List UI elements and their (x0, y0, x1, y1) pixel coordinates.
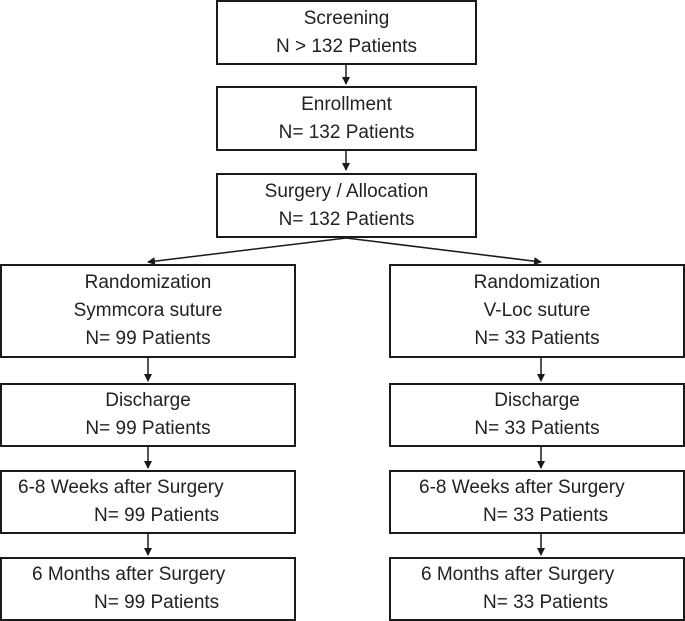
left-randomization-count: N= 99 Patients (85, 328, 211, 349)
right-discharge-title: Discharge (494, 390, 580, 411)
right-weeks-count: N= 33 Patients (483, 505, 609, 526)
right-discharge-box: Discharge N= 33 Patients (389, 383, 685, 447)
surgery-allocation-title: Surgery / Allocation (264, 180, 429, 202)
enrollment-title: Enrollment (301, 93, 392, 115)
screening-count: N > 132 Patients (275, 35, 417, 57)
screening-box: Screening N > 132 Patients (216, 0, 477, 65)
left-discharge-count: N= 99 Patients (85, 418, 211, 439)
right-randomization-title: Randomization (473, 272, 601, 293)
right-months-box: 6 Months after Surgery N= 33 Patients (389, 557, 685, 621)
left-months-count: N= 99 Patients (94, 592, 220, 613)
enrollment-count: N= 132 Patients (278, 121, 415, 143)
enrollment-box: Enrollment N= 132 Patients (216, 86, 477, 151)
left-weeks-box: 6-8 Weeks after Surgery N= 99 Patients (0, 470, 296, 534)
right-weeks-title: 6-8 Weeks after Surgery (419, 477, 625, 498)
right-discharge-count: N= 33 Patients (474, 418, 600, 439)
left-months-title: 6 Months after Surgery (32, 564, 226, 585)
left-weeks-title: 6-8 Weeks after Surgery (18, 477, 224, 498)
right-months-count: N= 33 Patients (483, 592, 609, 613)
left-randomization-title: Randomization (84, 272, 212, 293)
right-months-title: 6 Months after Surgery (421, 564, 615, 585)
right-randomization-count: N= 33 Patients (474, 328, 600, 349)
screening-title: Screening (303, 7, 390, 29)
left-randomization-box: Randomization Symmcora suture N= 99 Pati… (0, 264, 296, 358)
left-weeks-count: N= 99 Patients (94, 505, 220, 526)
arrow-surgery-left-arm (147, 237, 347, 266)
left-suture-label: Symmcora suture (73, 300, 223, 321)
left-discharge-title: Discharge (105, 390, 191, 411)
left-discharge-box: Discharge N= 99 Patients (0, 383, 296, 447)
right-weeks-box: 6-8 Weeks after Surgery N= 33 Patients (389, 470, 685, 534)
arrow-surgery-right-arm (345, 237, 542, 266)
surgery-allocation-count: N= 132 Patients (278, 208, 415, 230)
surgery-allocation-box: Surgery / Allocation N= 132 Patients (216, 173, 477, 238)
right-randomization-box: Randomization V-Loc suture N= 33 Patient… (389, 264, 685, 358)
right-suture-label: V-Loc suture (483, 300, 591, 321)
left-months-box: 6 Months after Surgery N= 99 Patients (0, 557, 296, 621)
